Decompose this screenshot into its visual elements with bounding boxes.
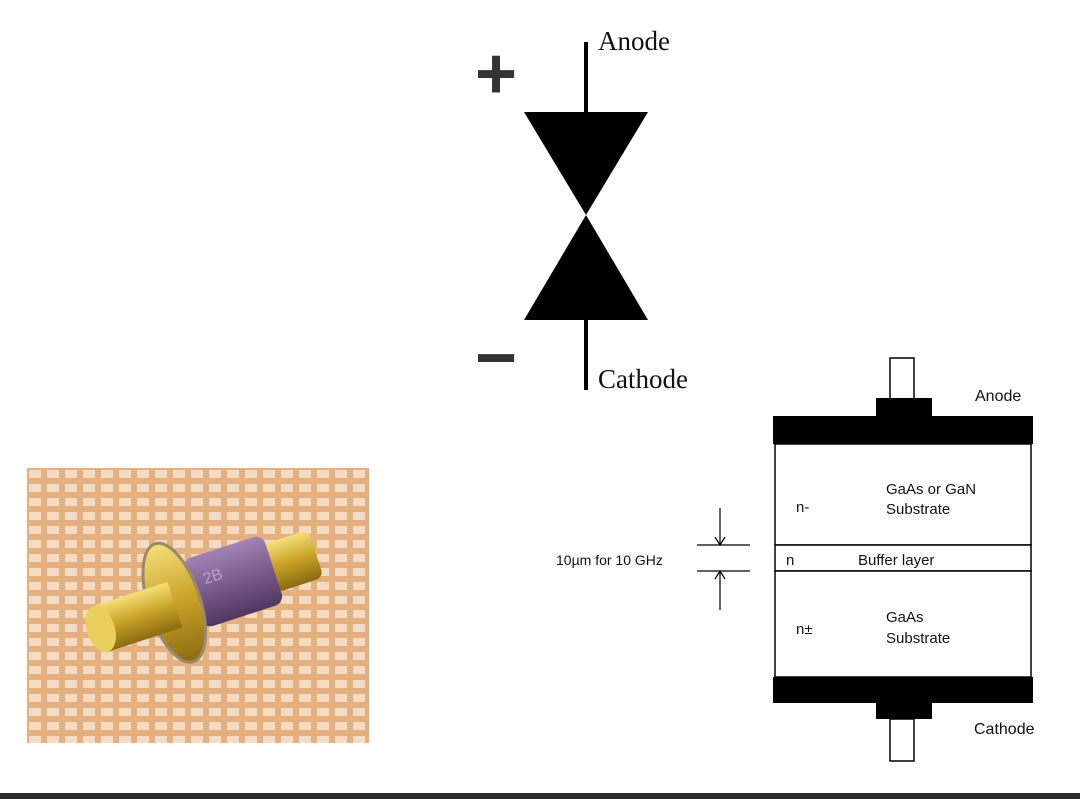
dimension-marker [697, 508, 750, 610]
plus-sign: + [475, 34, 517, 114]
layer-n-plus-material-1: GaAs [886, 609, 924, 626]
upper-triangle [524, 112, 648, 215]
layer-n-plus [774, 570, 1032, 678]
diode-symbol: + − [475, 34, 648, 398]
bottom-metal-layer [773, 677, 1033, 703]
minus-sign: − [475, 318, 517, 398]
symbol-anode-label: Anode [598, 26, 670, 56]
layer-n-minus-doping: n- [796, 499, 809, 516]
cross-section-diagram: Anode Cathode n- GaAs or GaN Substrate n… [556, 357, 1035, 762]
symbol-cathode-label: Cathode [598, 364, 688, 394]
layer-n-minus [774, 443, 1032, 546]
top-contact-pad [876, 398, 932, 416]
layer-buffer-doping: n [786, 552, 794, 569]
cross-section-cathode-label: Cathode [974, 721, 1035, 738]
diode-end-cap [262, 531, 322, 591]
diode-stud-end [85, 605, 116, 653]
top-metal-layer [773, 416, 1033, 444]
layer-n-minus-material-1: GaAs or GaN [886, 481, 976, 498]
top-terminal [889, 357, 915, 401]
diode-ceramic-body [184, 536, 283, 627]
layer-n-plus-doping: n± [796, 621, 813, 638]
bottom-border [0, 793, 1080, 799]
bottom-contact-pad [876, 703, 932, 719]
layer-buffer-material: Buffer layer [858, 552, 934, 569]
dimension-label: 10µm for 10 GHz [556, 552, 663, 568]
bottom-terminal [889, 718, 915, 762]
layer-n-plus-material-2: Substrate [886, 630, 950, 647]
layer-buffer [774, 544, 1032, 572]
diode-marking-icon: 2B [201, 566, 225, 588]
diode-photo: 2B [27, 468, 369, 743]
lower-triangle [524, 215, 648, 320]
cross-section-anode-label: Anode [975, 388, 1021, 405]
layer-n-minus-material-2: Substrate [886, 501, 950, 518]
